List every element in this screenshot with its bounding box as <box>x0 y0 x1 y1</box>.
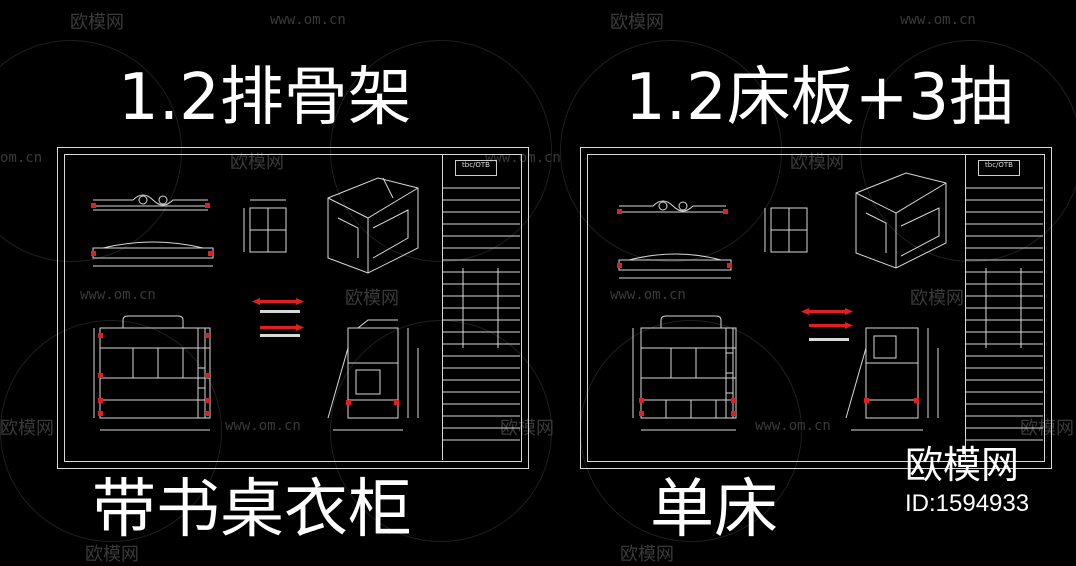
watermark-brand: 欧模网 <box>610 12 664 33</box>
watermark-brand: 欧模网 <box>1020 418 1074 439</box>
footer-brand-name: 欧模网 <box>905 443 1020 487</box>
watermark-brand: 欧模网 <box>345 288 399 309</box>
drawing-sheet-left: tbc/OTB <box>57 147 529 469</box>
watermark-brand: 欧模网 <box>0 418 54 439</box>
watermark-brand: 欧模网 <box>230 152 284 173</box>
title-block: tbc/OTB <box>965 154 1044 460</box>
watermark-brand: 欧模网 <box>790 152 844 173</box>
drawing-frame <box>587 154 1045 462</box>
watermark-brand: 欧模网 <box>500 418 554 439</box>
watermark-url: www.om.cn <box>80 287 156 303</box>
drawing-frame <box>64 154 522 462</box>
watermark-url: www.om.cn <box>610 287 686 303</box>
watermark-url: www.om.cn <box>225 418 301 434</box>
title-bottom-right: 单床 <box>650 473 778 547</box>
title-top-right: 1.2床板+3抽 <box>625 61 1014 135</box>
watermark-url: www.om.cn <box>755 418 831 434</box>
watermark-brand: 欧模网 <box>910 288 964 309</box>
watermark-circle <box>860 40 1076 262</box>
title-top-left: 1.2排骨架 <box>118 61 412 135</box>
logo-box: tbc/OTB <box>978 160 1020 176</box>
watermark-circle <box>0 320 222 542</box>
watermark-circle <box>560 40 782 262</box>
watermark-circle <box>330 320 552 542</box>
footer-brand-id: ID:1594933 <box>905 490 1030 517</box>
logo-box: tbc/OTB <box>455 160 497 176</box>
watermark-circle <box>330 40 552 262</box>
watermark-url: www.om.cn <box>270 12 346 28</box>
drawing-linework <box>91 177 520 441</box>
watermark-url: om.cn <box>0 150 43 166</box>
title-bottom-left: 带书桌衣柜 <box>92 473 412 547</box>
drawing-sheet-right: tbc/OTB <box>580 147 1052 469</box>
watermark-url: www.om.cn <box>900 12 976 28</box>
title-block: tbc/OTB <box>442 154 521 460</box>
watermark-brand: 欧模网 <box>70 12 124 33</box>
drawing-linework <box>617 172 1043 441</box>
